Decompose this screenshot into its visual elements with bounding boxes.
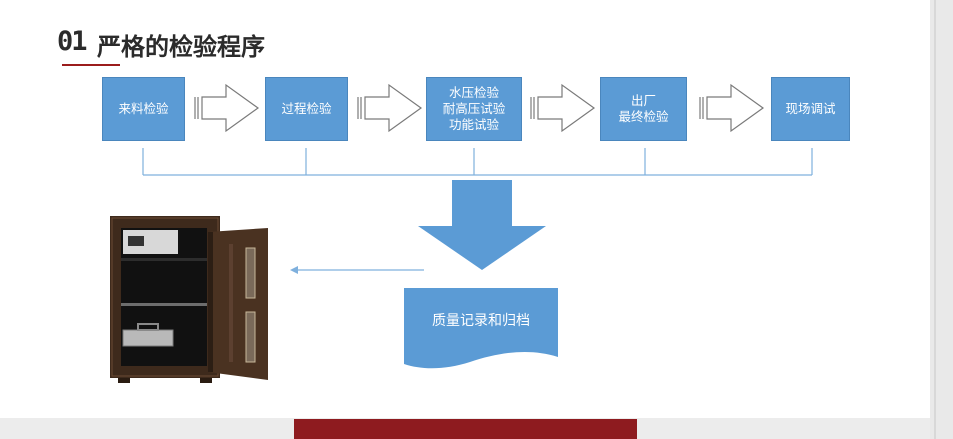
right-divider xyxy=(934,0,936,439)
slide: 01 严格的检验程序 来料检验 过程检验 水压检验 耐高压试验 功能试验 出厂 … xyxy=(0,0,930,418)
flow-arrow-4 xyxy=(700,85,763,131)
flow-arrow-1 xyxy=(195,85,258,131)
connector-bracket xyxy=(143,148,812,175)
left-arrow xyxy=(290,266,424,274)
flow-arrow-3 xyxy=(531,85,594,131)
safe-illustration xyxy=(110,216,268,383)
bottom-accent-bar xyxy=(294,419,637,439)
document-label: 质量记录和归档 xyxy=(404,310,558,330)
down-arrow xyxy=(418,180,546,270)
flow-arrows xyxy=(195,85,763,131)
flow-arrow-2 xyxy=(358,85,421,131)
diagram-graphics xyxy=(0,0,930,418)
